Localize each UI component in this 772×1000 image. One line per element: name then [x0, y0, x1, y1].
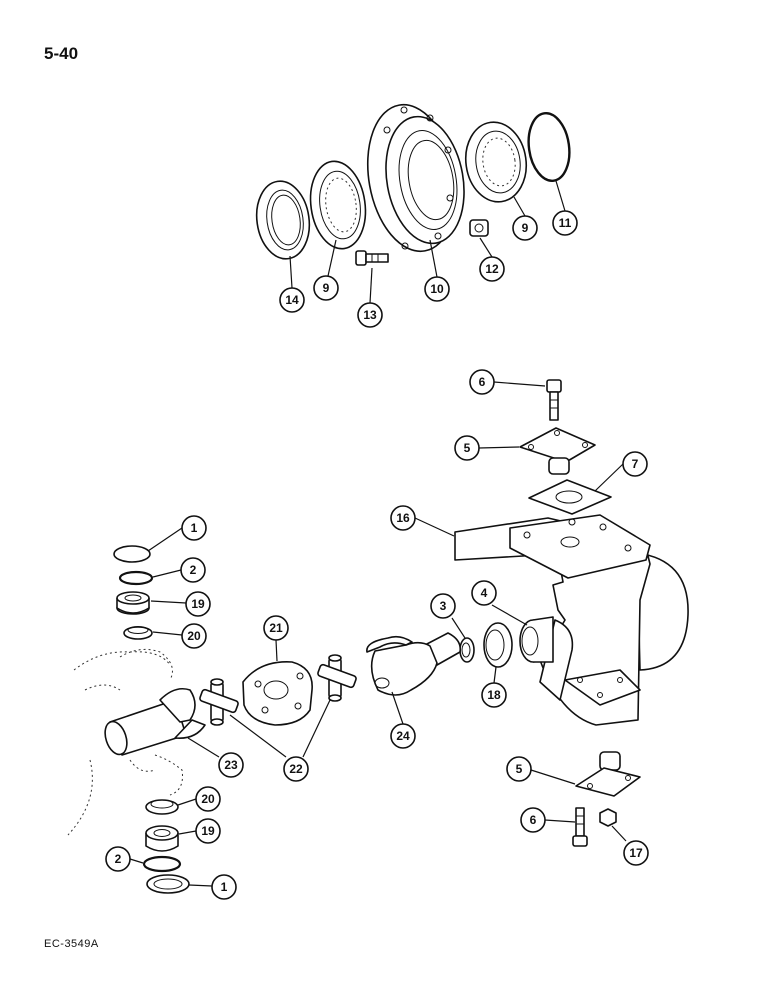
svg-text:12: 12 [485, 262, 499, 276]
callout-1-top: 1 [181, 515, 207, 541]
callout-9-left: 9 [313, 275, 339, 301]
callout-20-bottom: 20 [195, 786, 221, 812]
callout-6-top: 6 [469, 369, 495, 395]
part-oring-11 [527, 112, 571, 182]
callout-14: 14 [279, 287, 305, 313]
callout-19-bottom: 19 [195, 818, 221, 844]
callout-5-bottom: 5 [506, 756, 532, 782]
svg-text:4: 4 [481, 586, 488, 600]
svg-text:5: 5 [464, 441, 471, 455]
svg-text:5: 5 [516, 762, 523, 776]
part-seal-14 [255, 180, 311, 260]
svg-text:13: 13 [363, 308, 377, 322]
part-cross-22-left [199, 678, 239, 726]
callout-22: 22 [283, 756, 309, 782]
part-nut-12 [469, 219, 489, 237]
part-shaft-24 [366, 632, 462, 696]
svg-text:18: 18 [487, 688, 501, 702]
svg-text:9: 9 [522, 221, 529, 235]
axle-outline [67, 648, 183, 836]
callout-16: 16 [390, 505, 416, 531]
callout-2-top: 2 [180, 557, 206, 583]
part-shim-7 [528, 479, 612, 515]
part-cap-1-bottom [146, 874, 190, 894]
callout-17: 17 [623, 840, 649, 866]
callout-21: 21 [263, 615, 289, 641]
callout-7: 7 [622, 451, 648, 477]
leader-lines [129, 180, 627, 887]
svg-text:1: 1 [191, 521, 198, 535]
callout-9-right: 9 [512, 215, 538, 241]
part-bearing-9-right [464, 121, 528, 203]
callout-1-bottom: 1 [211, 874, 237, 900]
callout-4: 4 [471, 580, 497, 606]
svg-text:19: 19 [201, 824, 215, 838]
svg-text:2: 2 [190, 563, 197, 577]
part-seal-20-bottom [145, 799, 179, 815]
svg-text:6: 6 [479, 375, 486, 389]
part-yoke-shaft-23 [104, 687, 206, 756]
part-seal-20-top [123, 626, 153, 640]
svg-text:24: 24 [396, 729, 410, 743]
part-bolt-13 [355, 250, 389, 266]
svg-text:21: 21 [269, 621, 283, 635]
svg-text:9: 9 [323, 281, 330, 295]
callout-10: 10 [424, 276, 450, 302]
figure-code: EC-3549A [44, 938, 99, 950]
part-seal-3 [459, 637, 475, 663]
callout-11: 11 [552, 210, 578, 236]
part-bearing-18 [483, 622, 513, 668]
part-ring-2-bottom [142, 855, 182, 873]
part-hub-10 [366, 103, 465, 253]
callout-3: 3 [430, 593, 456, 619]
callout-5-top: 5 [454, 435, 480, 461]
part-bearing-19-bottom [145, 825, 179, 852]
svg-text:14: 14 [285, 293, 299, 307]
svg-text:22: 22 [289, 762, 303, 776]
svg-text:7: 7 [632, 457, 639, 471]
callout-20-top: 20 [181, 623, 207, 649]
part-knuckle-housing-16 [454, 514, 689, 726]
svg-text:3: 3 [440, 599, 447, 613]
part-nut-17 [599, 808, 617, 827]
page-number: 5-40 [44, 44, 79, 63]
callout-24: 24 [390, 723, 416, 749]
svg-text:2: 2 [115, 852, 122, 866]
callout-2-bottom: 2 [105, 846, 131, 872]
part-bolt-6-top [546, 379, 562, 421]
svg-text:16: 16 [396, 511, 410, 525]
svg-text:23: 23 [224, 758, 238, 772]
svg-text:20: 20 [201, 792, 215, 806]
callout-23: 23 [218, 752, 244, 778]
part-flange-5-bottom [575, 751, 641, 797]
svg-text:20: 20 [187, 629, 201, 643]
part-bearing-9-left [309, 160, 367, 250]
part-bolt-6-bottom [572, 807, 588, 847]
part-bearing-19-top [116, 591, 150, 615]
svg-text:17: 17 [629, 846, 643, 860]
part-spindle-4 [519, 616, 554, 663]
part-cap-1-top [113, 545, 151, 563]
callout-18: 18 [481, 682, 507, 708]
svg-text:11: 11 [559, 216, 572, 230]
svg-text:10: 10 [430, 282, 444, 296]
part-flange-5-top [519, 427, 596, 475]
callout-12: 12 [479, 256, 505, 282]
svg-text:1: 1 [221, 880, 228, 894]
callout-19-top: 19 [185, 591, 211, 617]
svg-text:19: 19 [191, 597, 205, 611]
part-coupling-21 [242, 661, 313, 726]
part-cross-22-right [317, 654, 357, 702]
svg-text:6: 6 [530, 813, 537, 827]
callout-13: 13 [357, 302, 383, 328]
callout-6-bottom: 6 [520, 807, 546, 833]
part-ring-2-top [118, 570, 154, 586]
